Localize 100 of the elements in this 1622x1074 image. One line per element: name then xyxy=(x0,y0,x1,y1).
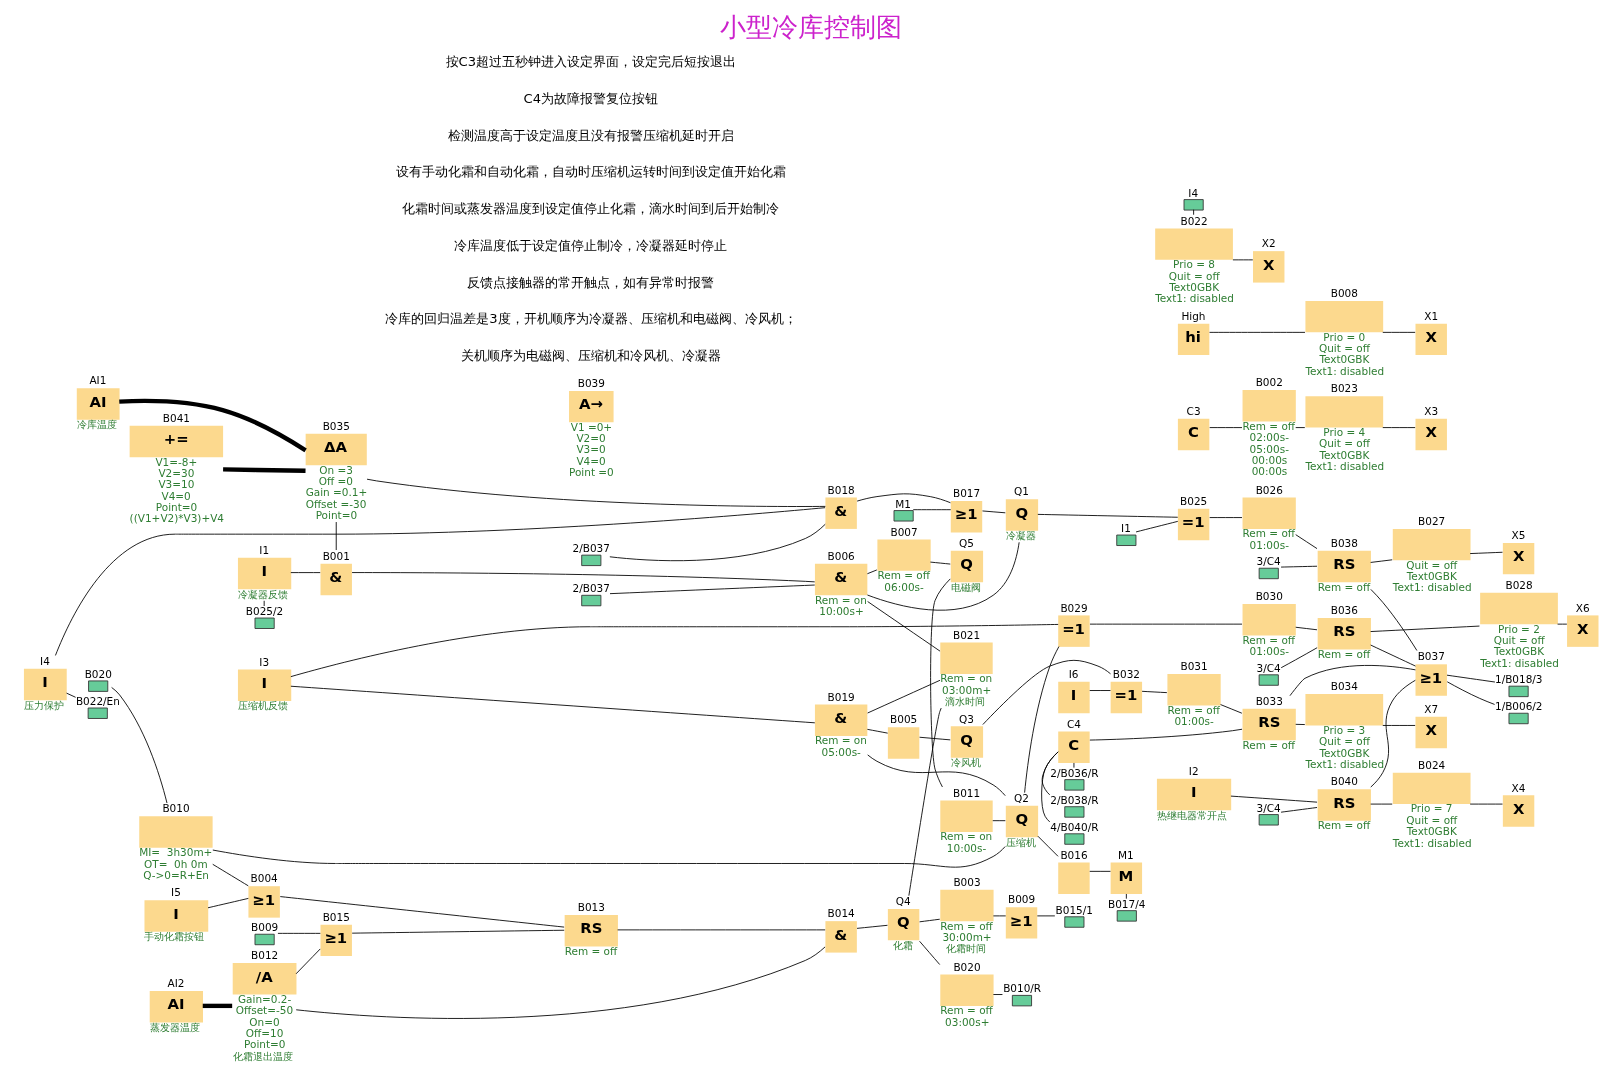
node-label: V2=0 xyxy=(576,432,606,445)
node-box: ΔA xyxy=(305,433,367,466)
node-label: I3 xyxy=(259,655,270,668)
node-label: 2/B038/R xyxy=(1050,793,1099,806)
node-label: Point=0 xyxy=(315,508,358,521)
node-box: X xyxy=(1567,615,1599,647)
node-label: B038 xyxy=(1330,536,1358,549)
node-box xyxy=(1242,497,1296,529)
node-label: Text1: disabled xyxy=(1305,757,1385,770)
node-label: Rem = off xyxy=(1317,580,1371,593)
node-box: AI xyxy=(149,991,203,1023)
node-box: X xyxy=(1415,418,1447,451)
connector xyxy=(919,736,951,741)
node-label: B033 xyxy=(1255,695,1283,708)
node-box: X xyxy=(1502,542,1535,575)
node-label: B020 xyxy=(953,960,981,973)
connector xyxy=(1280,647,1318,669)
node-label: 03:00m+ xyxy=(942,683,992,696)
node-label: High xyxy=(1181,309,1206,322)
node-box xyxy=(1480,592,1558,625)
node-box: & xyxy=(825,497,857,529)
connector xyxy=(212,863,249,887)
node-label: Text0GBK xyxy=(1406,570,1457,583)
node-box: =1 xyxy=(1110,681,1143,714)
node-label: X1 xyxy=(1424,309,1439,322)
node-label: 02:00s- xyxy=(1249,431,1289,444)
node-label: AI1 xyxy=(89,374,107,387)
node-label: B007 xyxy=(890,525,918,538)
node-box xyxy=(1392,528,1471,561)
node-label: Rem = off xyxy=(940,919,993,932)
node-label: I4 xyxy=(1188,186,1199,199)
node-label: 冷风机 xyxy=(950,756,981,769)
node-label: X7 xyxy=(1424,702,1439,715)
connector xyxy=(1382,427,1416,429)
node-label: 03:00s+ xyxy=(945,1015,990,1028)
node-label: Text1: disabled xyxy=(1155,292,1234,305)
node-label: B032 xyxy=(1112,667,1140,680)
connector xyxy=(335,521,337,551)
node-label: X3 xyxy=(1424,405,1439,418)
node-box: RS xyxy=(1317,550,1371,583)
node-label: 冷凝器 xyxy=(1005,529,1036,542)
connector xyxy=(912,509,952,511)
connector xyxy=(1382,725,1416,726)
node-label: X2 xyxy=(1261,237,1276,250)
node-label: B027 xyxy=(1418,515,1446,528)
node-label: B024 xyxy=(1418,758,1446,771)
connector xyxy=(66,692,77,698)
node-label: 2/B037 xyxy=(572,542,610,555)
node-box: RS xyxy=(1242,708,1296,741)
node-label: 冷库温度 xyxy=(76,418,117,431)
node-box: I xyxy=(237,669,292,701)
node-label: 冷凝器反馈 xyxy=(237,587,288,600)
connector xyxy=(930,578,951,788)
connector xyxy=(295,948,321,975)
connector xyxy=(295,946,826,1019)
connector xyxy=(111,687,168,804)
node-label: Rem = on xyxy=(814,734,867,747)
node-box xyxy=(940,800,993,833)
node-box: Q xyxy=(1005,805,1039,838)
node-label: AI2 xyxy=(167,977,185,990)
connector xyxy=(290,624,1059,678)
node-label: 3/C4 xyxy=(1256,661,1281,674)
connector xyxy=(856,924,888,929)
node-label: Text0GBK xyxy=(1406,825,1457,838)
node-label: B022/En xyxy=(75,695,120,708)
node-label: B003 xyxy=(953,875,981,888)
connector xyxy=(866,728,889,734)
node-label: Text1: disabled xyxy=(1305,364,1385,377)
node-label: 蒸发器温度 xyxy=(149,1020,200,1033)
node-box: X xyxy=(1415,716,1447,749)
node-label: B012 xyxy=(251,949,279,962)
connector xyxy=(609,523,826,562)
node-label: 化霜退出温度 xyxy=(232,1049,293,1062)
node-label: Text0GBK xyxy=(1319,353,1370,366)
node-label: Quit = off xyxy=(1406,558,1458,571)
node-label: B035 xyxy=(322,419,350,432)
connector xyxy=(1446,674,1496,683)
node-label: Rem = on xyxy=(940,830,993,843)
node-label: I1 xyxy=(1121,522,1131,535)
node-label: Prio = 8 xyxy=(1173,258,1215,271)
connector xyxy=(1041,751,1059,823)
node-box: hi xyxy=(1177,323,1210,356)
node-label: Prio = 3 xyxy=(1323,723,1366,736)
node-label: B025 xyxy=(1180,494,1208,507)
node-label: 1/B006/2 xyxy=(1494,700,1543,713)
node-label: Text1: disabled xyxy=(1392,581,1472,594)
node-label: 滴水时间 xyxy=(945,695,986,708)
node-label: Q->0=R+En xyxy=(143,868,209,881)
node-label: Text0GBK xyxy=(1169,280,1220,293)
connector xyxy=(290,685,816,724)
connector xyxy=(1295,534,1318,550)
node-label: 10:00s+ xyxy=(819,605,864,618)
node-label: Text0GBK xyxy=(1494,645,1545,658)
connector xyxy=(856,493,951,504)
node-label: Rem = off xyxy=(940,1004,993,1017)
connector xyxy=(351,572,816,583)
node-label: B018 xyxy=(827,483,855,496)
node-label: V1=-8+ xyxy=(155,455,198,468)
node-label: Prio = 4 xyxy=(1323,425,1366,438)
node-label: B028 xyxy=(1505,578,1533,591)
